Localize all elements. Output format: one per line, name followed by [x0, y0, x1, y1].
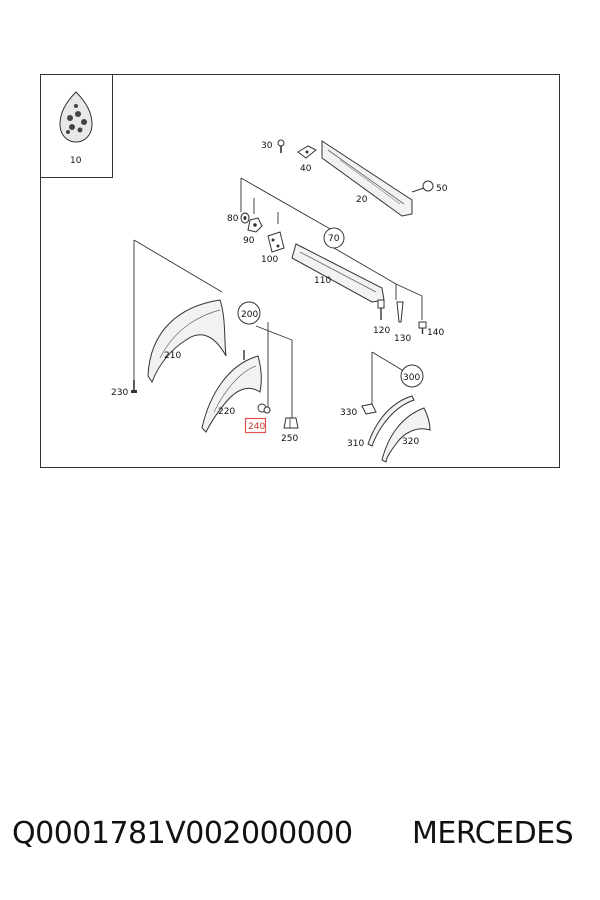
callout-300-circle — [400, 364, 424, 388]
callout-20[interactable]: 20 — [356, 195, 368, 205]
callout-120[interactable]: 120 — [373, 326, 390, 336]
arch-moulding-310 — [367, 395, 415, 447]
leader-fender-group — [133, 239, 293, 418]
callout-110[interactable]: 110 — [314, 276, 331, 286]
knob-50-icon — [411, 180, 434, 193]
callout-330[interactable]: 330 — [340, 408, 357, 418]
trim-strip-upper — [321, 140, 413, 217]
callout-130[interactable]: 130 — [394, 334, 411, 344]
parts-bag-icon — [59, 91, 93, 143]
callout-10[interactable]: 10 — [70, 156, 82, 166]
fastener-140-icon — [418, 321, 427, 334]
arch-moulding-320 — [381, 407, 431, 463]
callout-320[interactable]: 320 — [402, 437, 419, 447]
callout-80[interactable]: 80 — [227, 214, 239, 224]
clip-40-icon — [297, 145, 317, 159]
brand-name: MERCEDES — [412, 816, 574, 851]
diagram-frame — [40, 74, 560, 468]
fender-liner-210 — [147, 299, 227, 384]
bracket-100-icon — [267, 231, 285, 253]
callout-90[interactable]: 90 — [243, 236, 255, 246]
washer-80-icon — [240, 212, 250, 224]
callout-70[interactable]: 70 — [328, 234, 340, 244]
highlight-240-box — [244, 417, 267, 434]
callout-200-circle — [237, 301, 261, 325]
fastener-120-icon — [377, 299, 385, 320]
callout-70-circle — [323, 227, 345, 249]
callout-50[interactable]: 50 — [436, 184, 448, 194]
screw-30-icon — [277, 139, 285, 153]
trim-strip-lower — [291, 243, 385, 303]
callout-240[interactable]: 240 — [248, 422, 265, 432]
fastener-130-icon — [396, 301, 404, 323]
callout-140[interactable]: 140 — [427, 328, 444, 338]
callout-300[interactable]: 300 — [403, 373, 420, 383]
footer: Q0001781V002000000 MERCEDES — [0, 808, 600, 868]
leader-group-80 — [240, 177, 333, 231]
callout-230[interactable]: 230 — [111, 388, 128, 398]
callout-310[interactable]: 310 — [347, 439, 364, 449]
callout-250[interactable]: 250 — [281, 434, 298, 444]
callout-40[interactable]: 40 — [300, 164, 312, 174]
callout-210[interactable]: 210 — [164, 351, 181, 361]
fender-liner-220 — [201, 350, 262, 433]
clip-330-icon — [361, 403, 377, 415]
callout-220[interactable]: 220 — [218, 407, 235, 417]
callout-100[interactable]: 100 — [261, 255, 278, 265]
clip-240-icon — [257, 403, 271, 414]
callout-30[interactable]: 30 — [261, 141, 273, 151]
inset-box — [40, 74, 113, 178]
clip-250-icon — [283, 417, 299, 429]
nut-90-icon — [247, 217, 263, 233]
screw-230-icon — [131, 380, 137, 393]
parts-diagram: 10 20 30 40 50 80 90 100 — [40, 74, 560, 468]
part-code: Q0001781V002000000 — [12, 816, 353, 851]
callout-200[interactable]: 200 — [241, 310, 258, 320]
